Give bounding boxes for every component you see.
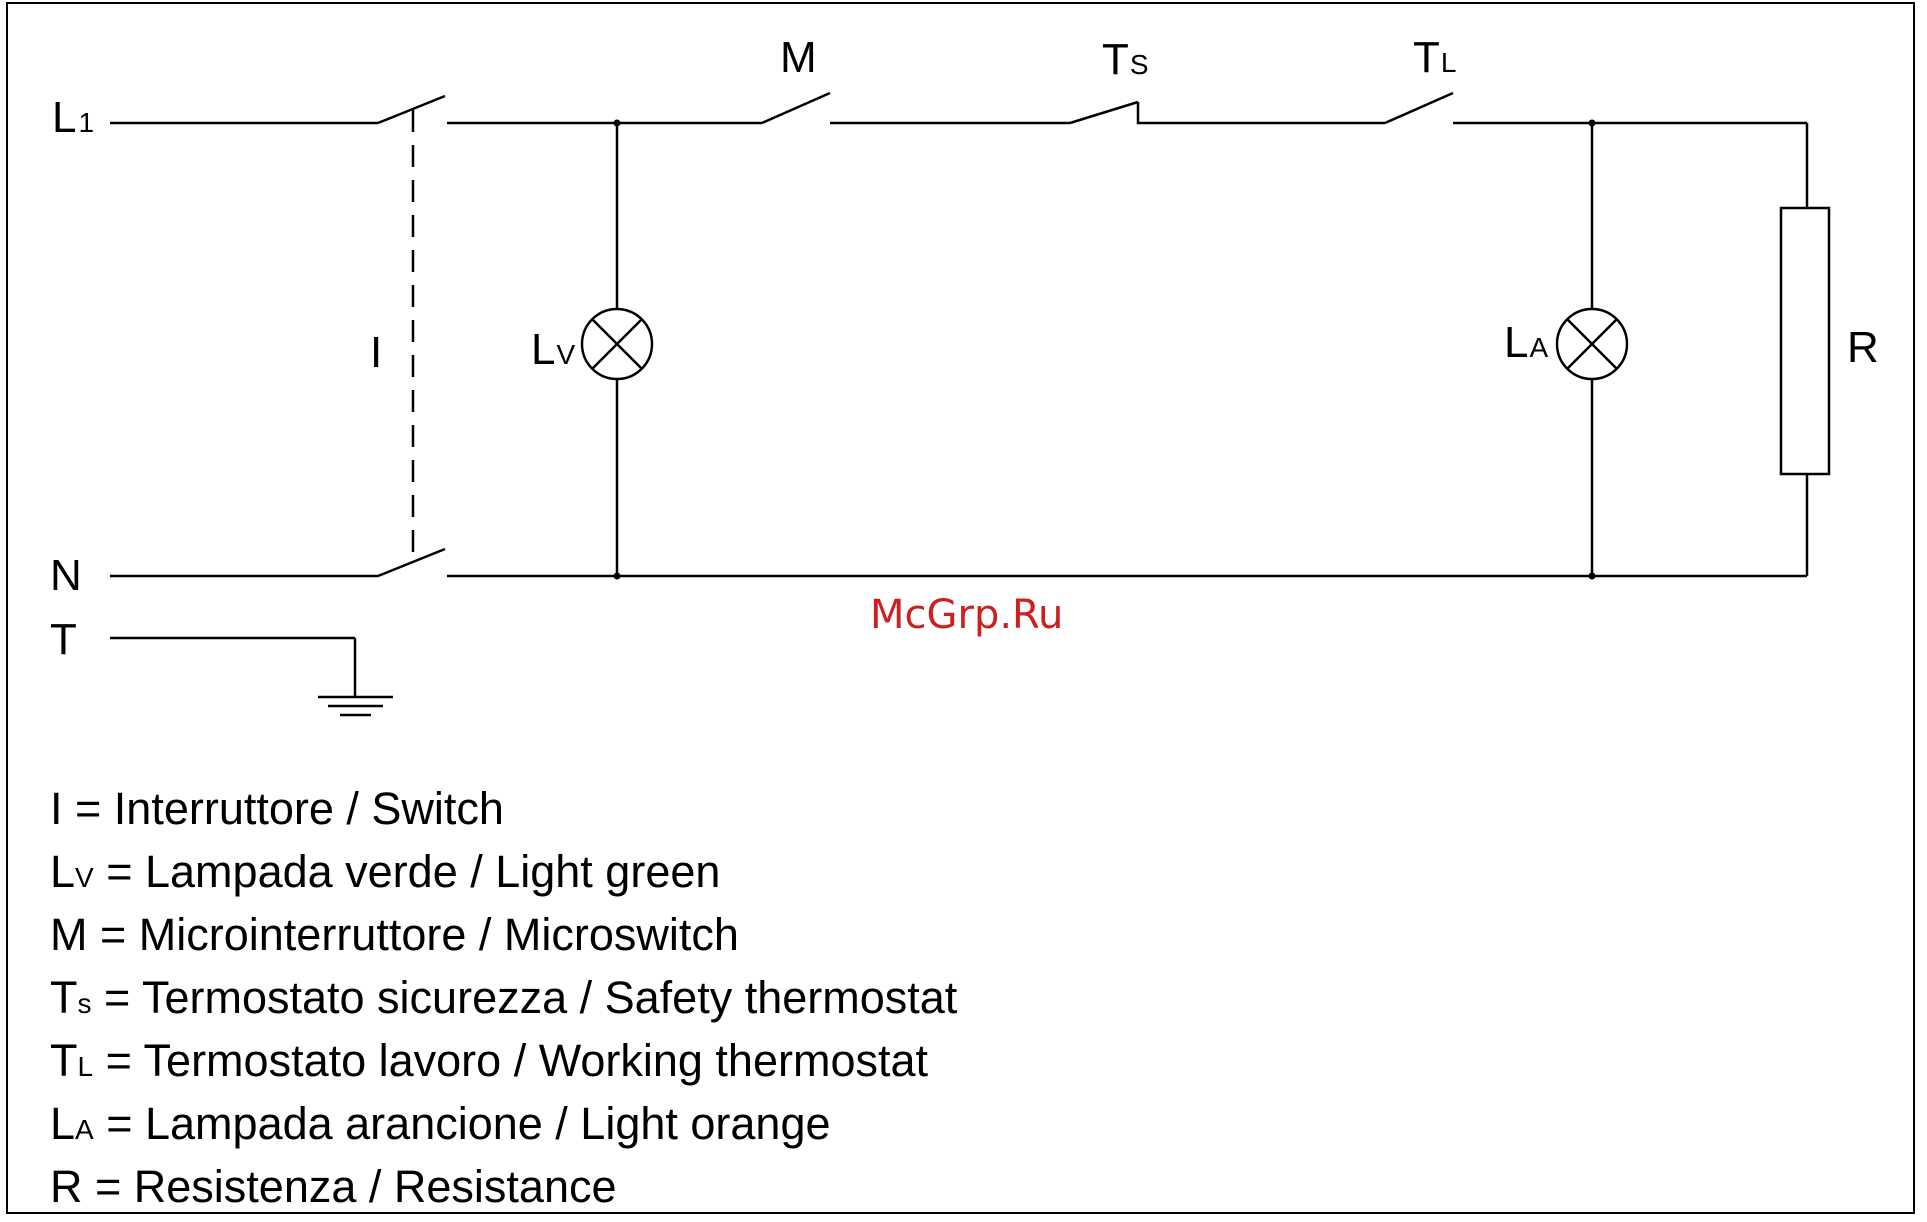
junction-dot (1589, 573, 1596, 580)
ground-symbol (110, 638, 393, 715)
terminal-n-label: N (50, 551, 82, 600)
resistance-r-label: R (1847, 323, 1879, 372)
main-switch-i (378, 96, 445, 576)
microswitch-m (762, 93, 830, 123)
lamp-orange-label: LA (1504, 318, 1548, 367)
working-thermostat-tl (1385, 93, 1453, 123)
terminal-l1-label: L1 (52, 93, 94, 142)
safety-thermostat-ts (1070, 102, 1138, 123)
l1-line (110, 102, 1807, 208)
resistance-r (1781, 208, 1829, 474)
watermark: McGrp.Ru (870, 592, 1063, 638)
junction-dot (614, 573, 621, 580)
legend-item: LV = Lampada verde / Light green (50, 843, 957, 906)
junction-dot (1589, 120, 1596, 127)
microswitch-m-label: M (780, 33, 817, 82)
legend: I = Interruttore / Switch LV = Lampada v… (50, 780, 957, 1221)
lamp-green-branch (582, 123, 652, 576)
safety-thermostat-label: TS (1102, 35, 1149, 84)
switch-i-label: I (370, 328, 382, 377)
n-line (110, 474, 1807, 576)
legend-item: R = Resistenza / Resistance (50, 1158, 957, 1221)
terminal-t-label: T (50, 615, 77, 664)
legend-item: TL = Termostato lavoro / Working thermos… (50, 1032, 957, 1095)
lamp-orange-branch (1557, 123, 1627, 576)
working-thermostat-label: TL (1413, 33, 1456, 82)
legend-item: Ts = Termostato sicurezza / Safety therm… (50, 969, 957, 1032)
legend-item: LA = Lampada arancione / Light orange (50, 1095, 957, 1158)
legend-item: M = Microinterruttore / Microswitch (50, 906, 957, 969)
junction-dot (614, 120, 621, 127)
legend-item: I = Interruttore / Switch (50, 780, 957, 843)
lamp-green-label: LV (531, 325, 575, 374)
